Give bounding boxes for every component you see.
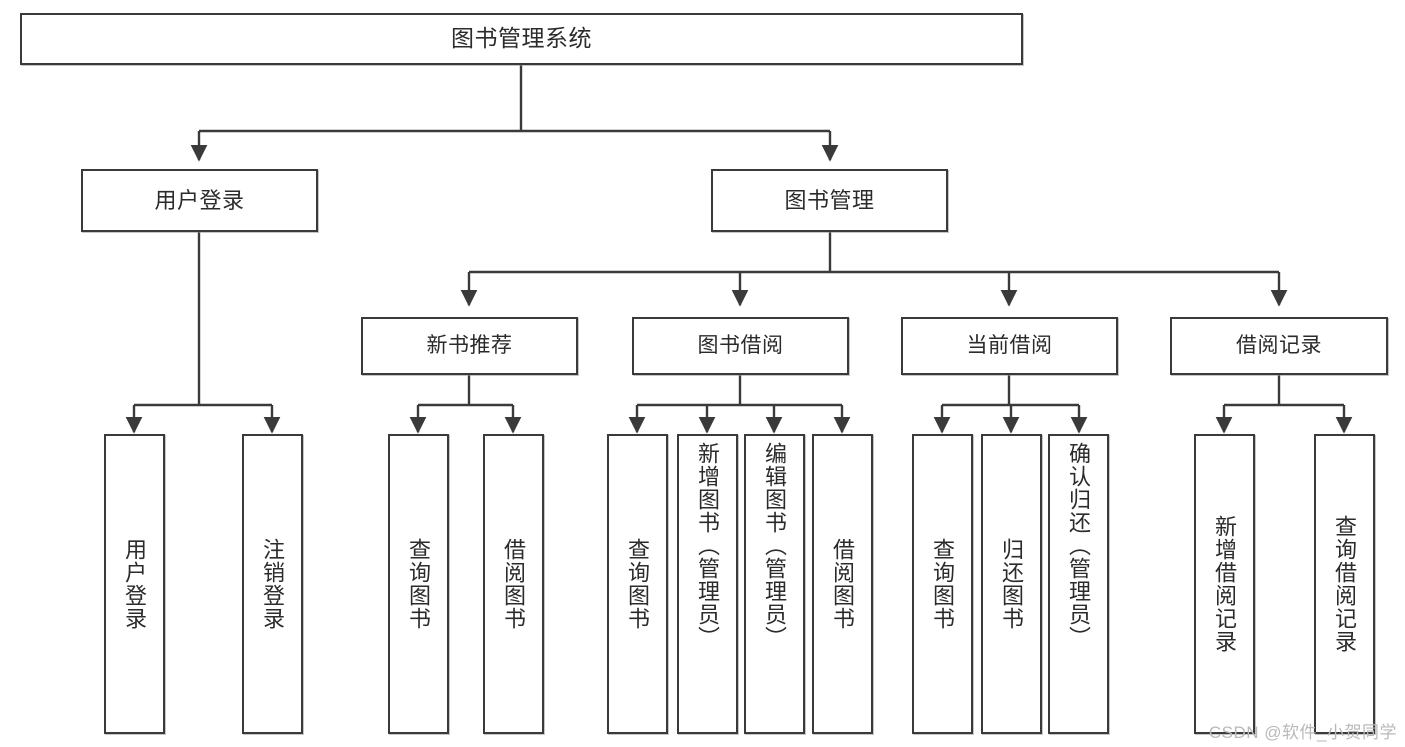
node-user-login[interactable]: 用户登录 <box>81 169 318 232</box>
node-label: 新书推荐 <box>426 333 513 357</box>
node-label: 查询借阅记录 <box>1332 515 1358 653</box>
leaf-recommend-borrow-book[interactable]: 借阅图书 <box>483 434 544 734</box>
leaf-borrow-query-book[interactable]: 查询图书 <box>607 434 668 734</box>
node-label: 注销登录 <box>260 538 286 630</box>
node-current-borrow[interactable]: 当前借阅 <box>901 317 1118 375</box>
node-label: 查询图书 <box>625 538 651 630</box>
node-label: 归还图书 <box>999 538 1025 630</box>
node-label: 借阅图书 <box>830 538 856 630</box>
node-borrow-record[interactable]: 借阅记录 <box>1170 317 1388 375</box>
node-book-borrow[interactable]: 图书借阅 <box>632 317 849 375</box>
node-label: 查询图书 <box>930 538 956 630</box>
node-label: 新增图书（管理员） <box>695 442 721 649</box>
node-label: 图书借阅 <box>697 333 784 357</box>
leaf-borrow-edit-book-admin[interactable]: 编辑图书（管理员） <box>744 434 805 734</box>
node-new-book-recommend[interactable]: 新书推荐 <box>361 317 578 375</box>
leaf-current-return-book[interactable]: 归还图书 <box>981 434 1042 734</box>
node-root-system[interactable]: 图书管理系统 <box>20 13 1023 65</box>
leaf-record-add-record[interactable]: 新增借阅记录 <box>1194 434 1255 734</box>
node-label: 图书管理系统 <box>451 25 592 52</box>
node-label: 图书管理 <box>784 187 875 213</box>
leaf-user-logout[interactable]: 注销登录 <box>242 434 303 734</box>
node-label: 借阅图书 <box>501 538 527 630</box>
csdn-watermark: CSDN @软件_小贺同学 <box>1208 723 1397 742</box>
leaf-current-confirm-return-admin[interactable]: 确认归还（管理员） <box>1048 434 1109 734</box>
leaf-user-login[interactable]: 用户登录 <box>104 434 165 734</box>
node-label: 用户登录 <box>154 187 245 213</box>
node-label: 确认归还（管理员） <box>1066 442 1092 649</box>
node-label: 新增借阅记录 <box>1212 515 1238 653</box>
node-book-management[interactable]: 图书管理 <box>711 169 948 232</box>
node-label: 编辑图书（管理员） <box>762 442 788 649</box>
leaf-recommend-query-book[interactable]: 查询图书 <box>388 434 449 734</box>
node-label: 当前借阅 <box>966 333 1053 357</box>
leaf-current-query-book[interactable]: 查询图书 <box>912 434 973 734</box>
node-label: 借阅记录 <box>1236 333 1322 357</box>
leaf-record-query-record[interactable]: 查询借阅记录 <box>1314 434 1375 734</box>
leaf-borrow-add-book-admin[interactable]: 新增图书（管理员） <box>677 434 738 734</box>
leaf-borrow-borrow-book[interactable]: 借阅图书 <box>812 434 873 734</box>
node-label: 查询图书 <box>406 538 432 630</box>
node-label: 用户登录 <box>122 538 148 630</box>
